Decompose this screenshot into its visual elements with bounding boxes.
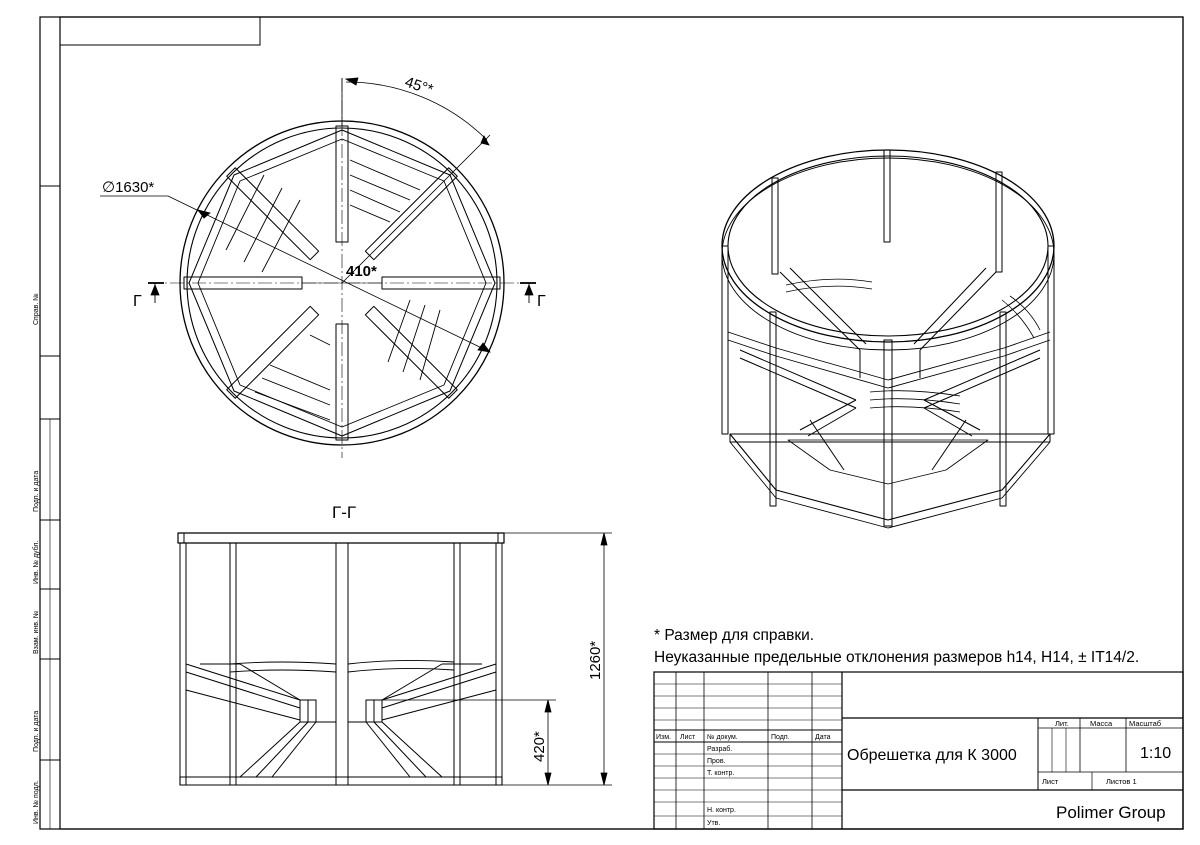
top-view-strut-sw (226, 305, 320, 399)
tb-role-developer: Разраб. (707, 745, 732, 753)
iso-bottom-base (729, 433, 1051, 521)
tb-letter-label: Лит. (1055, 719, 1069, 728)
sheet-frame (39, 16, 1184, 830)
section-view (177, 532, 505, 786)
tb-role-norm-control: Н. контр. (707, 807, 736, 814)
side-strip: Справ. № Подп. и дата Инв. № дубл. Взам.… (32, 185, 61, 830)
tb-role-approver: Утв. (707, 820, 720, 827)
top-view-strut-nw (226, 167, 320, 261)
dim-angle: 45°* (403, 74, 436, 99)
tb-col-list: Лист (680, 734, 696, 741)
title-block-grid (653, 671, 1184, 830)
section-title: Г-Г (332, 503, 356, 522)
note-reference: * Размер для справки. (654, 627, 815, 644)
section-mark-right: Г (537, 293, 546, 310)
tb-col-izm: Изм. (656, 734, 671, 741)
tb-title: Обрешетка для К 3000 (847, 747, 1017, 764)
section-bottom-frame (179, 776, 503, 786)
top-view (148, 78, 532, 458)
tb-mass-label: Масса (1090, 719, 1113, 728)
dim-lower-height: 420* (531, 731, 548, 762)
side-label-sprav: Справ. № (33, 293, 40, 325)
tb-scale-value: 1:10 (1140, 745, 1171, 762)
side-label-podp-1: Подп. и дата (33, 471, 40, 512)
top-view-dimensions (100, 77, 536, 353)
isometric-view (721, 149, 1055, 529)
side-label-inv-dubl: Инв. № дубл. (32, 541, 40, 584)
top-view-strut-se (364, 305, 458, 399)
section-right-bracket (348, 663, 497, 778)
dim-diameter: ∅1630* (102, 179, 154, 196)
tb-role-tech-control: Т. контр. (707, 770, 734, 777)
section-mark-left: Г (133, 293, 142, 310)
note-tolerances: Неуказанные предельные отклонения размер… (654, 649, 1140, 666)
section-dimensions (382, 532, 612, 786)
side-label-podp-2: Подп. и дата (33, 711, 40, 752)
side-label-inv-podl: Инв. № подл. (33, 780, 40, 824)
dim-height: 1260* (587, 641, 604, 680)
section-left-bracket (185, 663, 336, 778)
tb-scale-label: Масштаб (1129, 719, 1161, 728)
section-top-ring (177, 532, 505, 544)
tb-col-date: Дата (815, 734, 831, 741)
top-view-center-lines (148, 78, 532, 458)
tb-col-doc: № докум. (707, 734, 738, 741)
side-label-vzam: Взам. инв. № (33, 611, 40, 654)
tb-role-checker: Пров. (707, 758, 726, 765)
tb-sheets-label: Листов 1 (1106, 777, 1137, 786)
title-block: Изм. Лист № докум. Подп. Дата Разраб. Пр… (656, 719, 1171, 827)
tb-company: Polimer Group (1056, 803, 1166, 822)
dim-center-gap: 410* (346, 263, 377, 280)
top-view-slats (225, 159, 441, 421)
tb-col-sign: Подп. (771, 734, 790, 741)
tb-sheet-label: Лист (1042, 777, 1059, 786)
